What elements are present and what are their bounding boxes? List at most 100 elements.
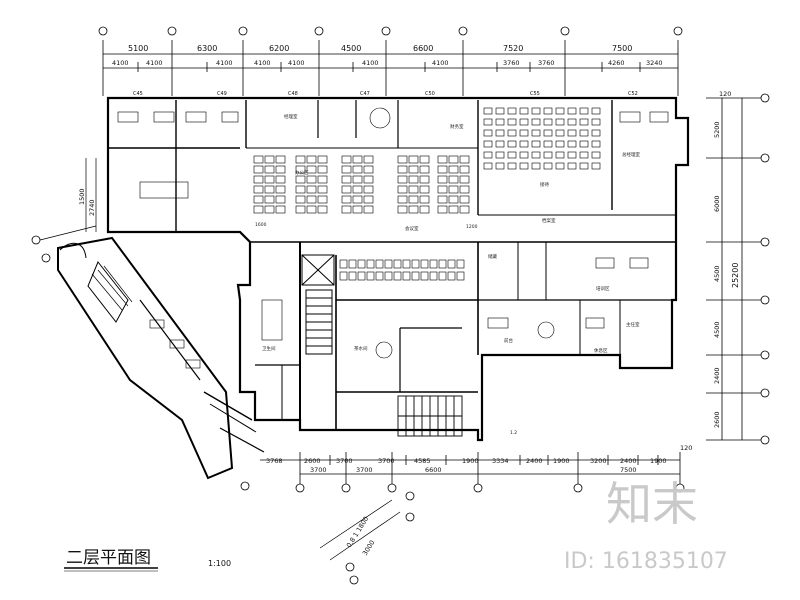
left-wing-dims <box>39 158 97 241</box>
bottom-dimension-lines <box>260 452 681 490</box>
bottom-row2-4: 7500 <box>620 466 637 474</box>
bottom-dim-2: 2600 <box>304 457 321 465</box>
bottom-row2-2: 3700 <box>356 466 373 474</box>
misc-note-a: 1600 <box>255 222 267 228</box>
inner-dim-11: 3240 <box>646 59 663 67</box>
room-label-l: 主任室 <box>626 321 640 328</box>
workstation-desk <box>341 155 352 164</box>
right-dims: 120 25200 5200 6000 4500 4500 2400 2600 <box>713 90 740 428</box>
workstation-desk <box>306 205 317 214</box>
training-seat <box>543 151 553 159</box>
workstation-desk <box>397 205 408 214</box>
right-dim-5: 2400 <box>713 367 721 384</box>
drawing-title: 二层平面图 <box>66 548 151 568</box>
workstation-desk <box>419 185 430 194</box>
top-dims-inner: 4100 4100 4100 4100 4100 4100 4100 3760 … <box>112 59 663 67</box>
workstation-desk <box>447 259 456 269</box>
room-label-j: 卫生间 <box>262 345 276 352</box>
bottom-dim-10: 3200 <box>590 457 607 465</box>
training-seat <box>579 107 589 115</box>
workstation-desk <box>459 195 470 204</box>
workstation-desk <box>253 175 264 184</box>
workstation-desk <box>352 195 363 204</box>
round-table <box>537 321 555 339</box>
workstation-desk <box>397 195 408 204</box>
training-seat <box>555 151 565 159</box>
right-dimension-lines <box>706 97 762 441</box>
office-desk <box>619 111 641 123</box>
training-seat <box>483 129 493 137</box>
misc-corridor-dim: 1200 <box>466 224 478 230</box>
workstation-desk <box>295 205 306 214</box>
training-seat <box>483 162 493 170</box>
window-tag-c52: C52 <box>628 91 638 97</box>
workstation-desk <box>295 185 306 194</box>
workstation-desk <box>264 185 275 194</box>
top-dim-7: 7500 <box>612 44 632 53</box>
workstation-desk <box>363 165 374 174</box>
workstation-desk <box>352 175 363 184</box>
workstation-desk <box>397 165 408 174</box>
bottom-dim-8: 2400 <box>526 457 543 465</box>
round-table <box>375 341 393 359</box>
training-seat <box>591 151 601 159</box>
top-dim-6: 7520 <box>503 44 523 53</box>
workstation-desk <box>275 155 286 164</box>
workstation-desk <box>408 195 419 204</box>
workstation-desk <box>317 195 328 204</box>
window-tag-c47: C47 <box>360 91 370 97</box>
building-walls <box>106 96 690 442</box>
bottom-dim-5: 4585 <box>414 457 431 465</box>
workstation-desk <box>448 205 459 214</box>
round-table <box>369 107 391 129</box>
workstation-desk <box>253 185 264 194</box>
right-dim-4: 4500 <box>713 321 721 338</box>
office-desk <box>185 111 207 123</box>
window-tags: C45 C49 C48 C47 C50 C55 C52 <box>133 91 638 97</box>
workstation-desk <box>408 205 419 214</box>
workstation-desk <box>420 259 429 269</box>
workstation-desk <box>341 175 352 184</box>
training-seat <box>591 107 601 115</box>
workstation-desk <box>317 205 328 214</box>
workstation-desk <box>363 155 374 164</box>
training-seat <box>591 140 601 148</box>
workstation-desk <box>448 175 459 184</box>
workstation-desk <box>275 165 286 174</box>
office-desk <box>221 111 239 123</box>
workstation-desk <box>408 185 419 194</box>
workstation-desk <box>363 205 374 214</box>
training-seat <box>555 107 565 115</box>
workstation-desk <box>306 155 317 164</box>
workstation-desk <box>437 165 448 174</box>
meeting-table <box>139 181 189 199</box>
training-seat <box>519 151 529 159</box>
bottom-row2-1: 3700 <box>310 466 327 474</box>
office-desk <box>595 257 615 269</box>
workstation-desk <box>295 155 306 164</box>
workstation-desk <box>317 155 328 164</box>
elevator-core <box>301 254 335 355</box>
training-seat <box>483 140 493 148</box>
top-dim-4: 4500 <box>341 44 361 53</box>
top-dims-outer: 5100 6300 6200 4500 6600 7520 7500 <box>128 44 632 53</box>
office-desk <box>117 111 139 123</box>
workstation-desk <box>264 195 275 204</box>
workstation-desk <box>348 259 357 269</box>
training-seat <box>567 162 577 170</box>
workstation-desk <box>341 165 352 174</box>
workstation-desk <box>438 271 447 281</box>
workstation-desk <box>306 195 317 204</box>
window-tag-c50: C50 <box>425 91 435 97</box>
workstation-desk <box>339 259 348 269</box>
office-desk <box>185 359 201 369</box>
workstation-desk <box>447 271 456 281</box>
workstation-desk <box>408 155 419 164</box>
bottom-dim-4: 3700 <box>378 457 395 465</box>
office-desk <box>487 317 509 329</box>
training-seat <box>555 140 565 148</box>
watermark-brand: 知末 <box>606 477 698 531</box>
inner-dim-6: 4100 <box>362 59 379 67</box>
training-seat <box>543 118 553 126</box>
